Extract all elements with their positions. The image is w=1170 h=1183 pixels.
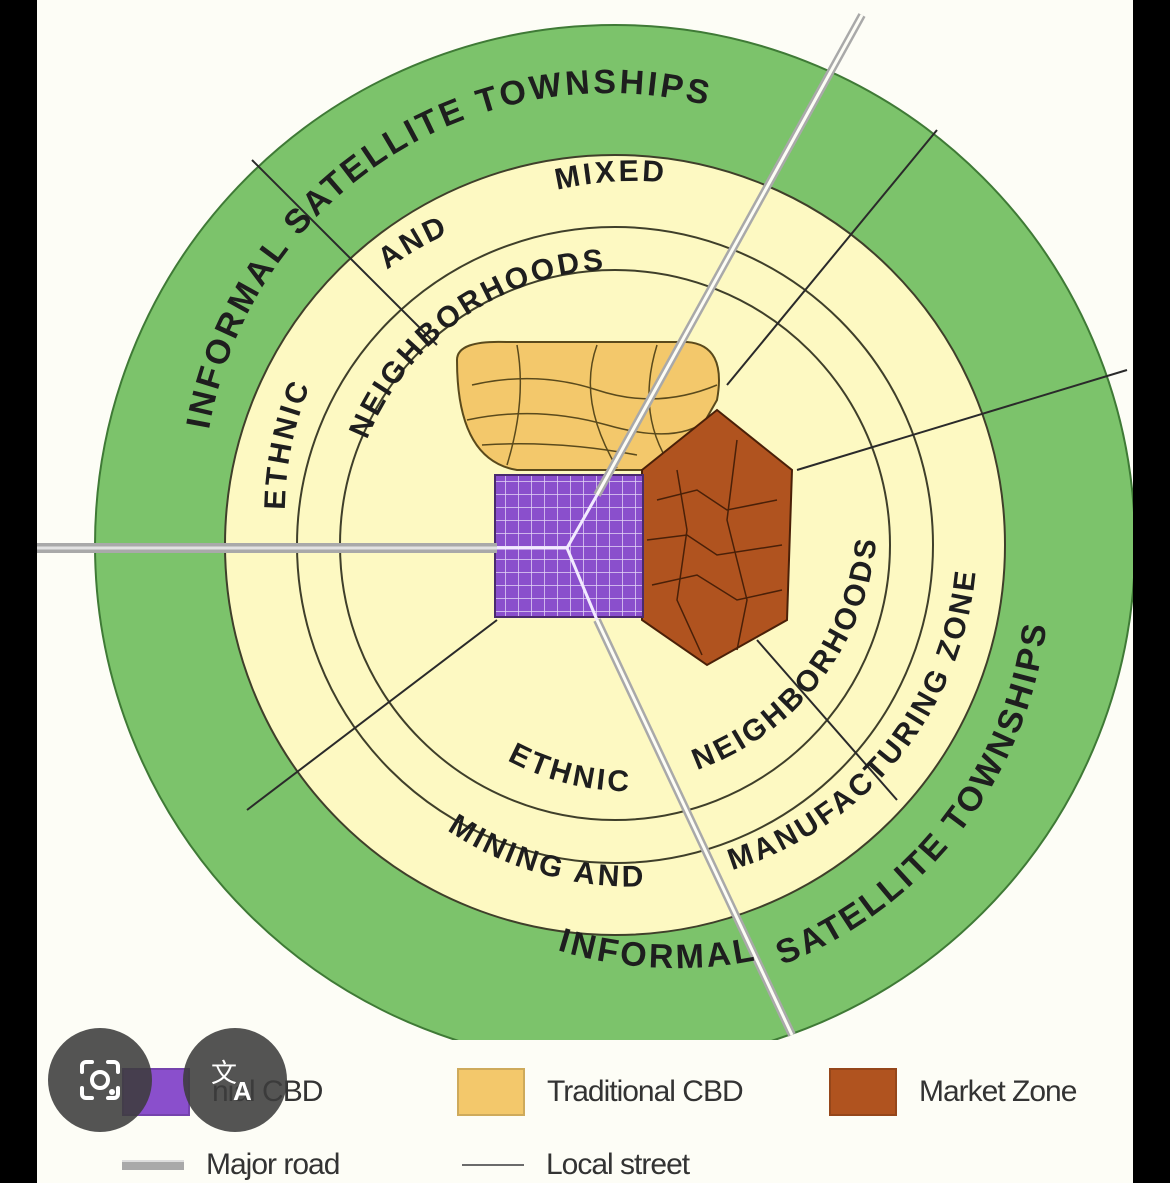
translate-button[interactable]: 文 A	[183, 1028, 287, 1132]
market-zone	[641, 408, 794, 667]
legend: nial CBD Traditional CBD Market Zone Maj…	[37, 1040, 1133, 1183]
traditional-cbd-swatch	[457, 1068, 525, 1116]
diagram-frame: INFORMAL SATELLITE TOWNSHIPS INFORMAL SA…	[37, 0, 1133, 1183]
legend-major-road: Major road	[122, 1148, 340, 1182]
svg-text:A: A	[233, 1076, 252, 1106]
svg-text:文: 文	[211, 1059, 237, 1089]
legend-label: Market Zone	[919, 1075, 1077, 1108]
major-road-swatch	[122, 1160, 184, 1170]
legend-traditional-cbd: Traditional CBD	[457, 1068, 744, 1116]
legend-local-street: Local street	[462, 1148, 690, 1182]
traditional-cbd	[455, 340, 720, 471]
google-lens-button[interactable]	[48, 1028, 152, 1132]
city-model-diagram: INFORMAL SATELLITE TOWNSHIPS INFORMAL SA…	[37, 13, 1133, 1040]
translate-icon: 文 A	[211, 1059, 252, 1106]
local-street-swatch	[462, 1164, 524, 1166]
legend-label: Traditional CBD	[547, 1075, 744, 1108]
major-roads	[37, 13, 866, 1037]
legend-market-zone: Market Zone	[829, 1068, 1077, 1116]
market-zone-swatch	[829, 1068, 897, 1116]
local-streets	[246, 129, 1128, 811]
legend-label: Local street	[546, 1148, 690, 1181]
legend-label: Major road	[206, 1148, 340, 1181]
google-lens-icon	[80, 1060, 120, 1100]
